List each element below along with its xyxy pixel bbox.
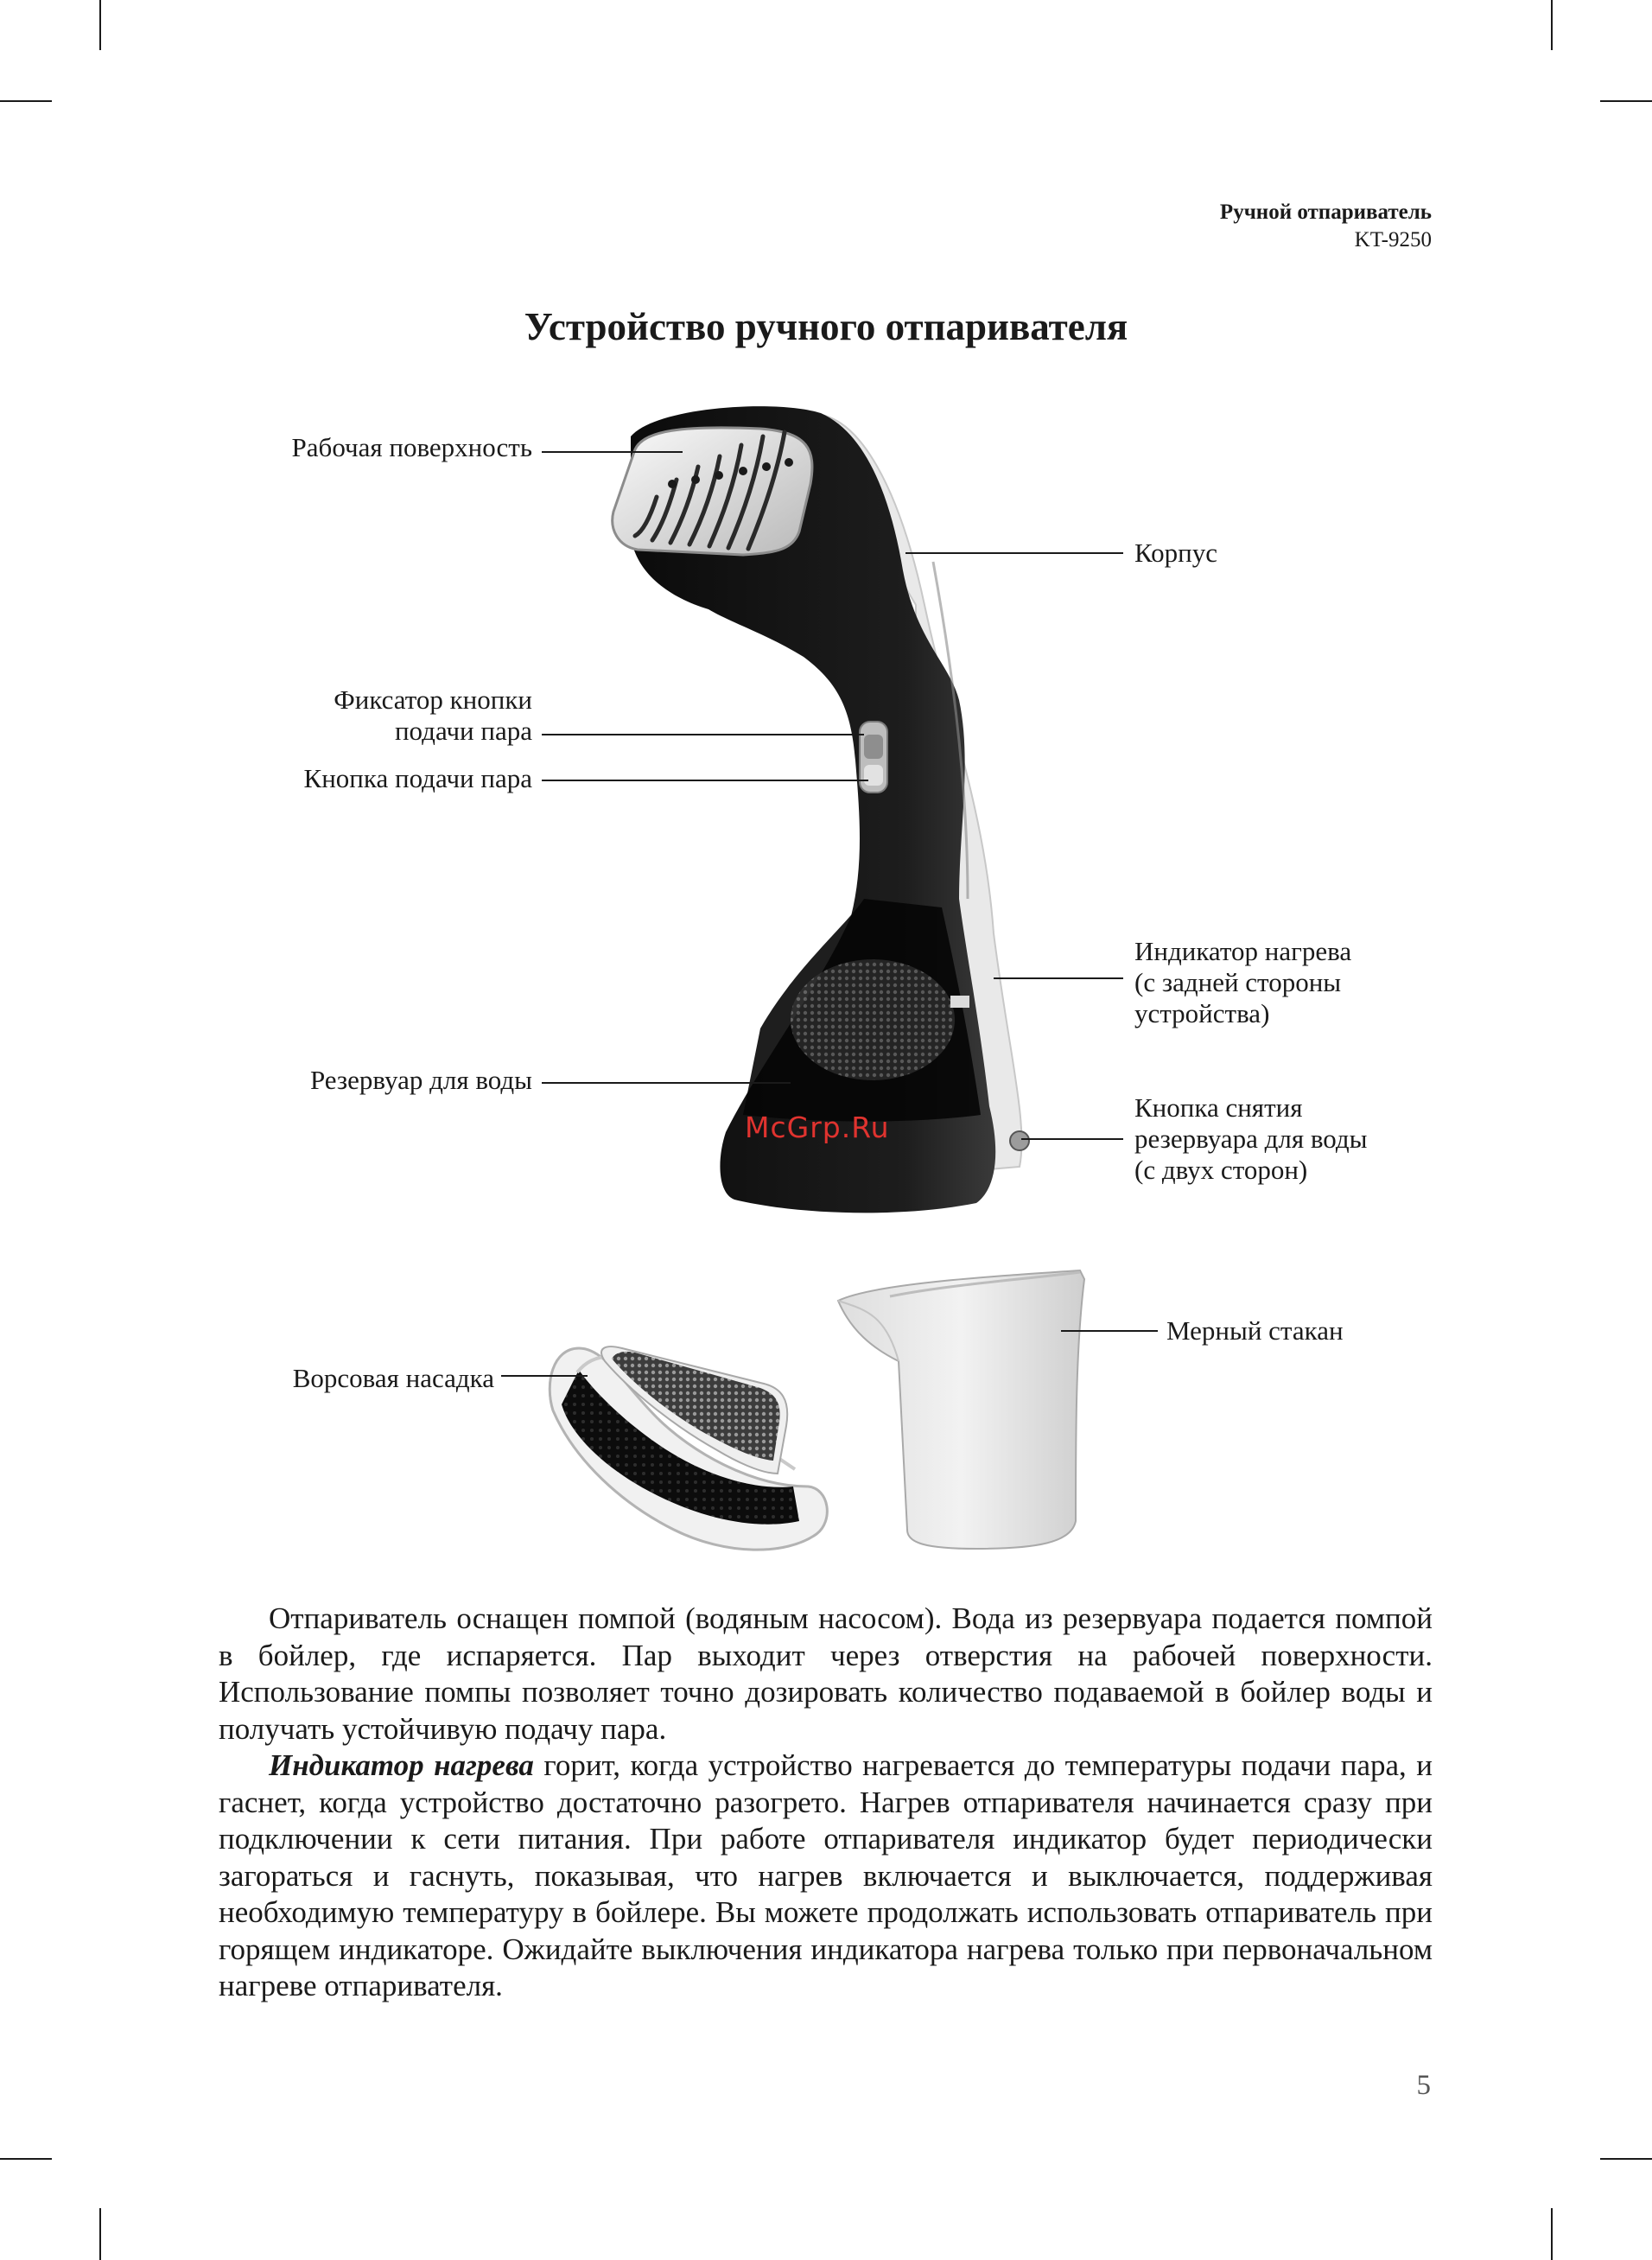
body-text: Отпариватель оснащен помпой (водяным нас… [219,1601,1433,2005]
release-button-graphic [1010,1131,1029,1150]
steamer-illustration [0,0,1652,1590]
label-water-tank-text: Резервуар для воды [310,1065,532,1095]
label-measuring-cup-text: Мерный стакан [1166,1315,1344,1346]
label-brush-attachment-text: Ворсовая насадка [293,1363,494,1393]
crop-mark [0,2158,52,2160]
soleplate-graphic [613,428,812,555]
brand-badge [950,996,969,1008]
label-tank-release-line2: резервуара для воды [1134,1124,1367,1155]
measuring-cup-graphic [838,1270,1084,1549]
label-heat-indicator-line1: Индикатор нагрева [1134,936,1351,967]
paragraph-indicator: Индикатор нагрева горит, когда устройств… [219,1748,1433,2005]
label-brush-attachment: Ворсовая насадка [293,1363,494,1394]
brush-attachment-graphic [550,1346,827,1550]
label-steam-lock-line2: подачи пара [334,716,532,747]
paragraph-pump: Отпариватель оснащен помпой (водяным нас… [219,1601,1433,1748]
label-tank-release: Кнопка снятия резервуара для воды (с дву… [1134,1092,1367,1186]
label-measuring-cup: Мерный стакан [1166,1315,1344,1346]
crop-mark [99,2208,101,2260]
label-work-surface: Рабочая поверхность [292,432,532,463]
watermark: McGrp.Ru [745,1111,890,1144]
label-heat-indicator-line3: устройства) [1134,998,1351,1029]
label-steam-button: Кнопка подачи пара [304,763,532,794]
indicator-description: горит, когда устройство нагревается до т… [219,1748,1433,2002]
indicator-term: Индикатор нагрева [269,1748,534,1782]
label-water-tank: Резервуар для воды [310,1065,532,1096]
label-heat-indicator-line2: (с задней стороны [1134,967,1351,998]
label-work-surface-text: Рабочая поверхность [292,432,532,462]
label-heat-indicator: Индикатор нагрева (с задней стороны устр… [1134,936,1351,1029]
label-steam-lock: Фиксатор кнопки подачи пара [334,684,532,747]
page-number: 5 [1417,2070,1432,2102]
label-body: Корпус [1134,538,1217,569]
crop-mark [1551,2208,1553,2260]
label-tank-release-line3: (с двух сторон) [1134,1155,1367,1186]
label-steam-lock-line1: Фиксатор кнопки [334,684,532,716]
label-steam-button-text: Кнопка подачи пара [304,763,532,793]
crop-mark [1600,2158,1652,2160]
label-body-text: Корпус [1134,538,1217,568]
steam-button-graphic [860,722,887,793]
label-tank-release-line1: Кнопка снятия [1134,1092,1367,1124]
